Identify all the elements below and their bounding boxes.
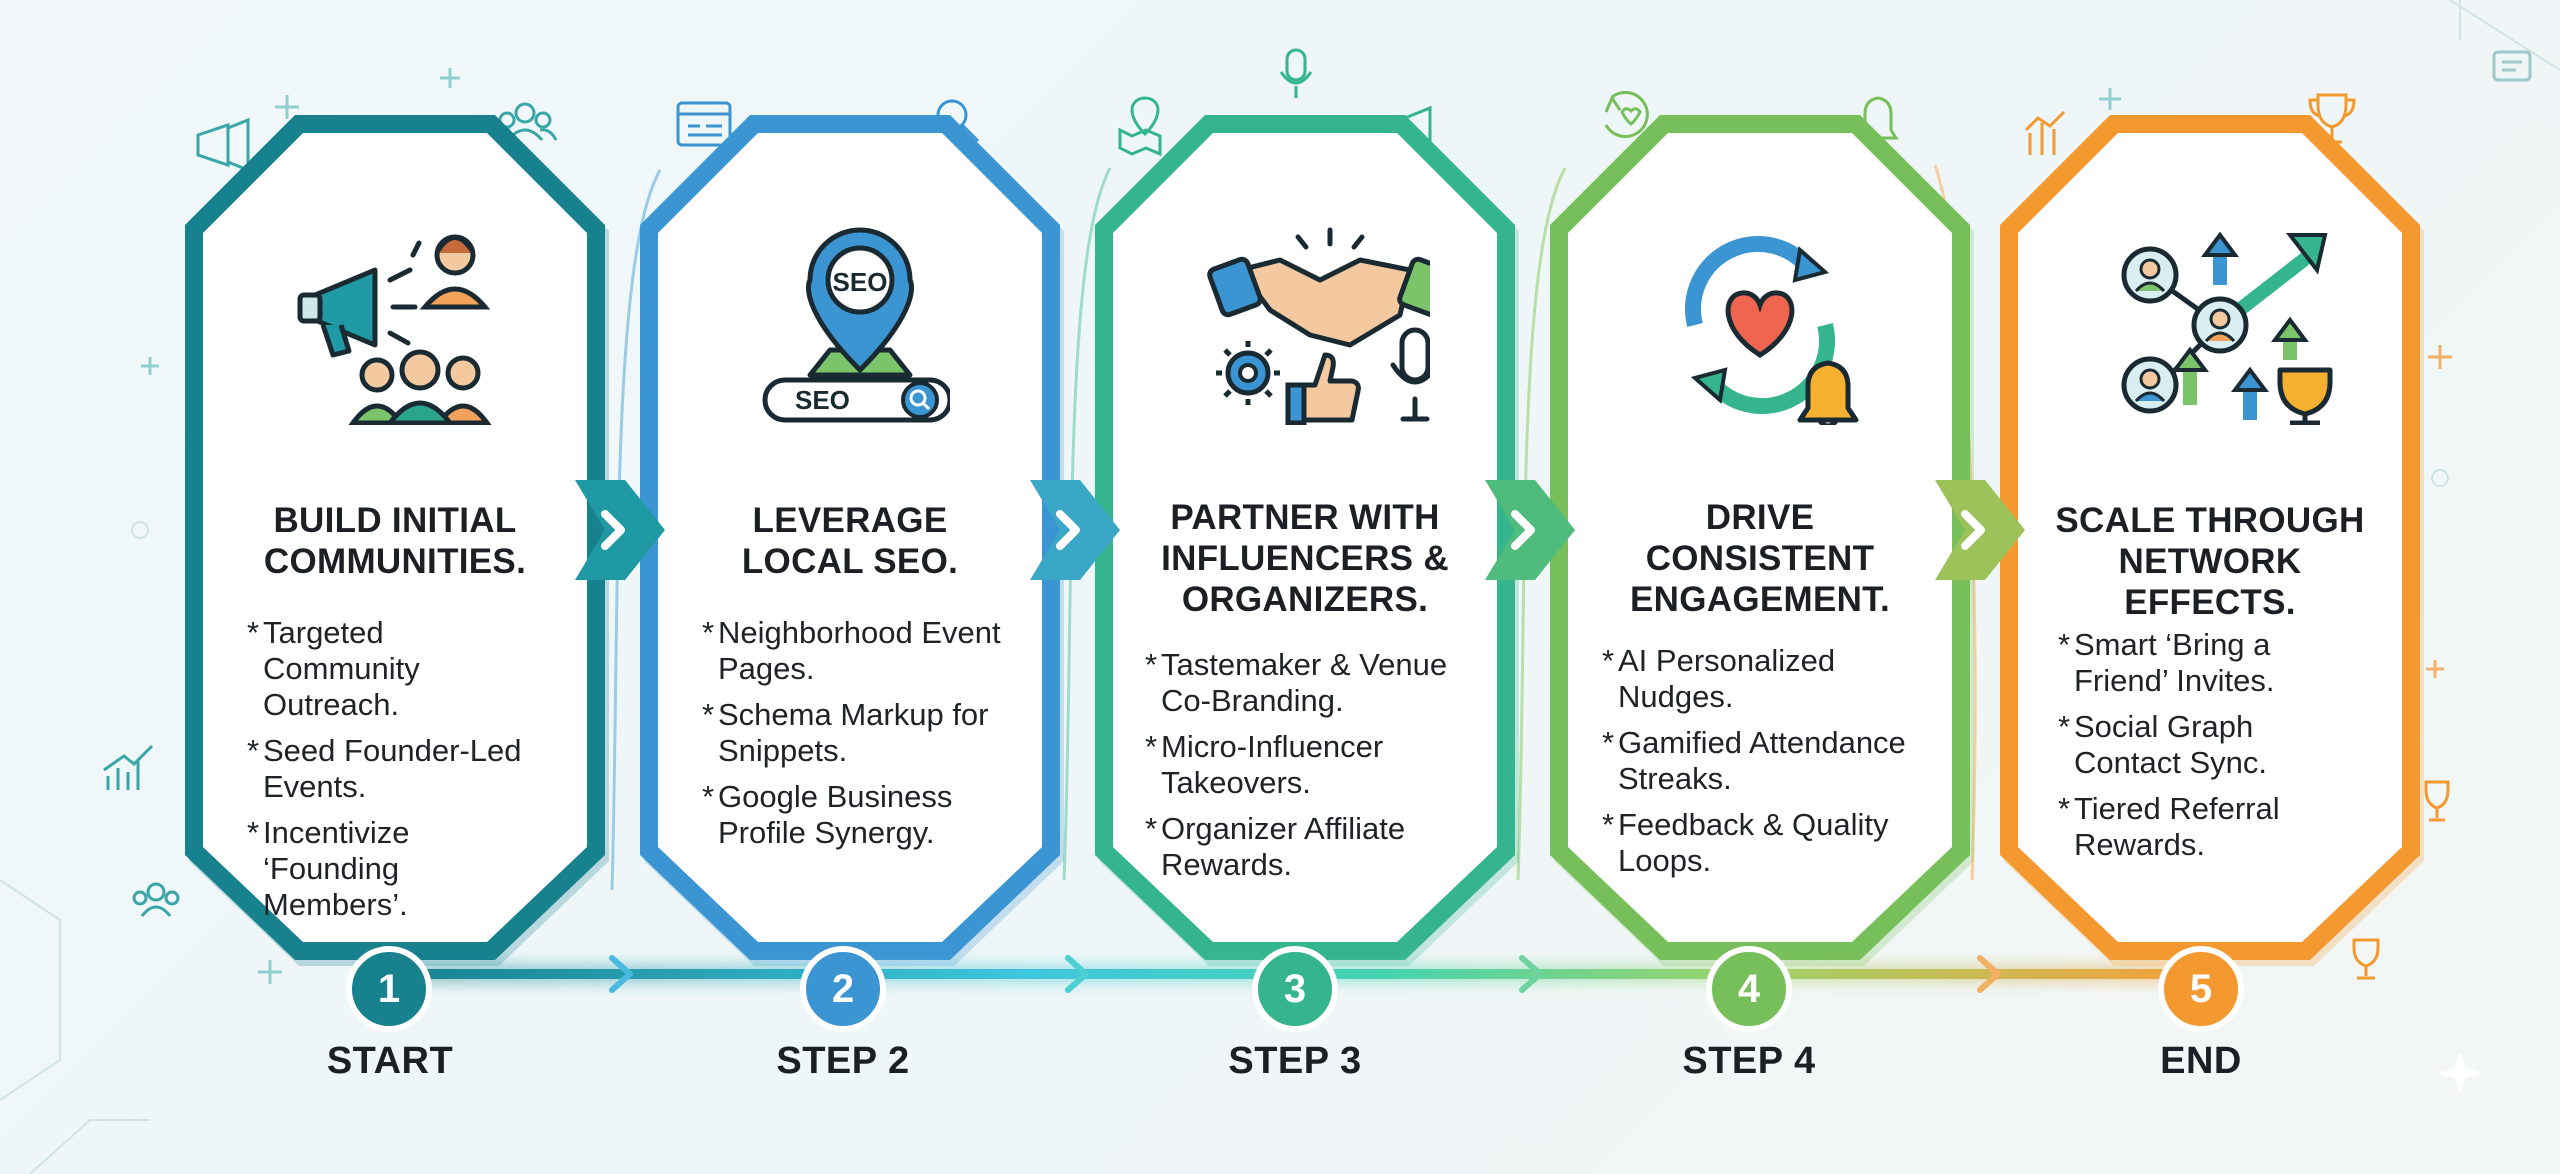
- megaphone-people-icon: [297, 234, 492, 425]
- step-title: LEVERAGE LOCAL SEO.: [741, 501, 959, 581]
- step-number-1: 1: [346, 946, 432, 1032]
- bullet-item: Tastemaker & Venue Co-Branding.: [1145, 647, 1465, 719]
- bullet-item: Organizer Affiliate Rewards.: [1145, 811, 1465, 883]
- step-card-2: SEO SEO LEVERAGE LOCAL SEO. Neighborhood…: [640, 115, 1064, 966]
- step-number-5: 5: [2158, 946, 2244, 1032]
- decor-people2-icon: [132, 882, 180, 917]
- decor-heart-refresh-icon: [1604, 91, 1649, 138]
- seo-pin-search-icon: SEO SEO: [762, 227, 950, 423]
- bullet-item: Seed Founder-Led Events.: [247, 733, 547, 805]
- bullet-item: Targeted Community Outreach.: [247, 615, 547, 723]
- step-card-3: PARTNER WITH INFLUENCERS & ORGANIZERS. T…: [1095, 115, 1519, 966]
- decor-sparkle-icon: [2440, 1053, 2480, 1093]
- bullet-list: Neighborhood Event Pages. Schema Markup …: [702, 615, 1002, 861]
- bullet-item: Incentivize ‘Founding Members’.: [247, 815, 547, 923]
- step-card-1: BUILD INITIAL COMMUNITIES. Targeted Comm…: [185, 115, 609, 966]
- decor-megaphone-icon: [196, 117, 250, 173]
- decor-growth-icon: [2024, 110, 2066, 155]
- bullet-item: Social Graph Contact Sync.: [2058, 709, 2368, 781]
- step-number-4: 4: [1706, 946, 1792, 1032]
- step-number-3: 3: [1252, 946, 1338, 1032]
- bullet-item: Gamified Attendance Streaks.: [1602, 725, 1920, 797]
- step-card-4: DRIVE CONSISTENT ENGAGEMENT. AI Personal…: [1550, 115, 1974, 966]
- step-label-step-3: STEP 3: [1228, 1040, 1362, 1082]
- bullet-item: AI Personalized Nudges.: [1602, 643, 1920, 715]
- chevron-right-icon: [1935, 480, 2025, 580]
- bullet-item: Tiered Referral Rewards.: [2058, 791, 2368, 863]
- bullet-item: Schema Markup for Snippets.: [702, 697, 1002, 769]
- step-label-step-4: STEP 4: [1682, 1040, 1816, 1082]
- heart-cycle-bell-icon: [1685, 236, 1859, 425]
- chevron-right-icon: [1030, 480, 1120, 580]
- step-card-5: SCALE THROUGH NETWORK EFFECTS. Smart ‘Br…: [2000, 115, 2424, 966]
- decor-trophy-icon: [2308, 93, 2450, 980]
- bullet-item: Neighborhood Event Pages.: [702, 615, 1002, 687]
- bullet-item: Micro-Influencer Takeovers.: [1145, 729, 1465, 801]
- step-title: SCALE THROUGH NETWORK EFFECTS.: [2055, 501, 2365, 622]
- chevron-right-icon: [1485, 480, 1575, 580]
- network-growth-trophy-icon: [2121, 231, 2333, 425]
- search-bar-text: SEO: [795, 385, 850, 415]
- decor-browser-icon: [676, 101, 732, 147]
- icon-seo-text: SEO: [833, 267, 888, 297]
- decor-map-pin-icon: [1118, 96, 1162, 157]
- decor-chart-icon: [103, 744, 154, 790]
- decor-microphone-icon: [1279, 48, 1313, 98]
- step-label-start: START: [326, 1040, 454, 1082]
- bullet-list: AI Personalized Nudges. Gamified Attenda…: [1602, 643, 1920, 889]
- step-title: DRIVE CONSISTENT ENGAGEMENT.: [1630, 498, 1890, 619]
- bullet-list: Tastemaker & Venue Co-Branding. Micro-In…: [1145, 647, 1465, 893]
- decor-chat-icon: [2492, 50, 2532, 82]
- step-label-end: END: [2160, 1040, 2242, 1082]
- bullet-item: Google Business Profile Synergy.: [702, 779, 1002, 851]
- step-number-2: 2: [800, 946, 886, 1032]
- step-label-step-2: STEP 2: [776, 1040, 910, 1082]
- bullet-item: Feedback & Quality Loops.: [1602, 807, 1920, 879]
- bullet-item: Smart ‘Bring a Friend’ Invites.: [2058, 627, 2368, 699]
- handshake-icon: [1207, 227, 1430, 425]
- chevron-right-icon: [575, 480, 665, 580]
- bullet-list: Smart ‘Bring a Friend’ Invites. Social G…: [2058, 627, 2368, 873]
- step-title: BUILD INITIAL COMMUNITIES.: [263, 501, 527, 581]
- step-title: PARTNER WITH INFLUENCERS & ORGANIZERS.: [1161, 498, 1449, 619]
- bullet-list: Targeted Community Outreach. Seed Founde…: [247, 615, 547, 933]
